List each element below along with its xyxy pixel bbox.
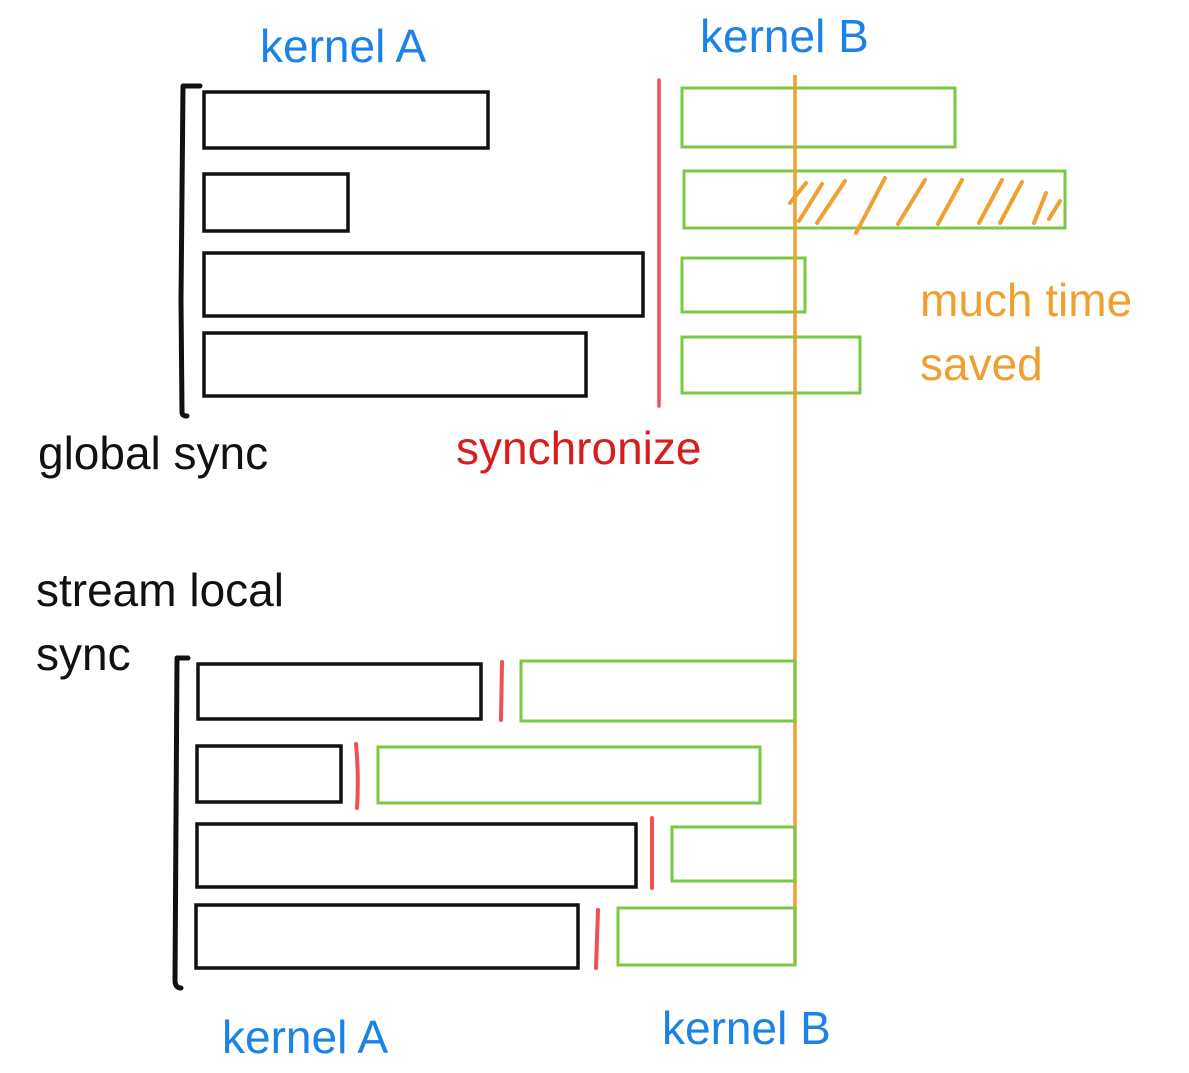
bottom-kernel-b-label: kernel B <box>662 1002 831 1054</box>
kernel-b-block-stream-3 <box>680 256 807 314</box>
local-kernel-b-block-stream-2 <box>376 745 762 805</box>
kernel-a-block-stream-4 <box>202 331 588 398</box>
local-kernel-b-block-stream-3 <box>670 825 797 883</box>
global-sync-bracket <box>178 83 203 419</box>
stream-local-sync-section <box>172 655 797 991</box>
local-kernel-a-block-stream-4 <box>194 903 580 970</box>
local-sync-tick-2 <box>354 742 360 810</box>
saved-time-hatch <box>788 176 1062 235</box>
kernel-a-block-stream-2 <box>202 172 350 233</box>
local-kernel-a-block-stream-1 <box>196 662 483 721</box>
global-sync-section <box>178 78 1067 419</box>
local-kernel-a-block-stream-2 <box>195 744 343 804</box>
much-time-saved-label-line1: much time <box>920 274 1132 326</box>
local-kernel-b-block-stream-4 <box>616 906 797 967</box>
local-sync-tick-4 <box>594 908 600 970</box>
kernel-b-block-stream-1 <box>680 86 957 149</box>
stream-local-sync-label-line2: sync <box>36 628 131 680</box>
kernel-b-block-stream-2 <box>682 169 1067 230</box>
kernel-b-block-stream-4 <box>680 335 862 395</box>
top-kernel-b-label: kernel B <box>700 10 869 62</box>
stream-local-sync-label-line1: stream local <box>36 564 284 616</box>
kernel-a-block-stream-1 <box>202 90 490 150</box>
much-time-saved-label-line2: saved <box>920 338 1043 390</box>
kernel-a-block-stream-3 <box>202 251 645 318</box>
local-sync-ticks <box>354 660 654 970</box>
local-kernel-a-block-stream-3 <box>195 822 638 889</box>
bottom-kernel-a-label: kernel A <box>222 1011 389 1063</box>
synchronize-label: synchronize <box>456 422 701 474</box>
local-kernel-b-block-stream-1 <box>519 659 797 723</box>
stream-local-sync-bracket <box>172 655 191 991</box>
local-sync-tick-1 <box>499 660 504 722</box>
top-kernel-a-label: kernel A <box>260 20 427 72</box>
global-sync-label: global sync <box>38 427 268 479</box>
